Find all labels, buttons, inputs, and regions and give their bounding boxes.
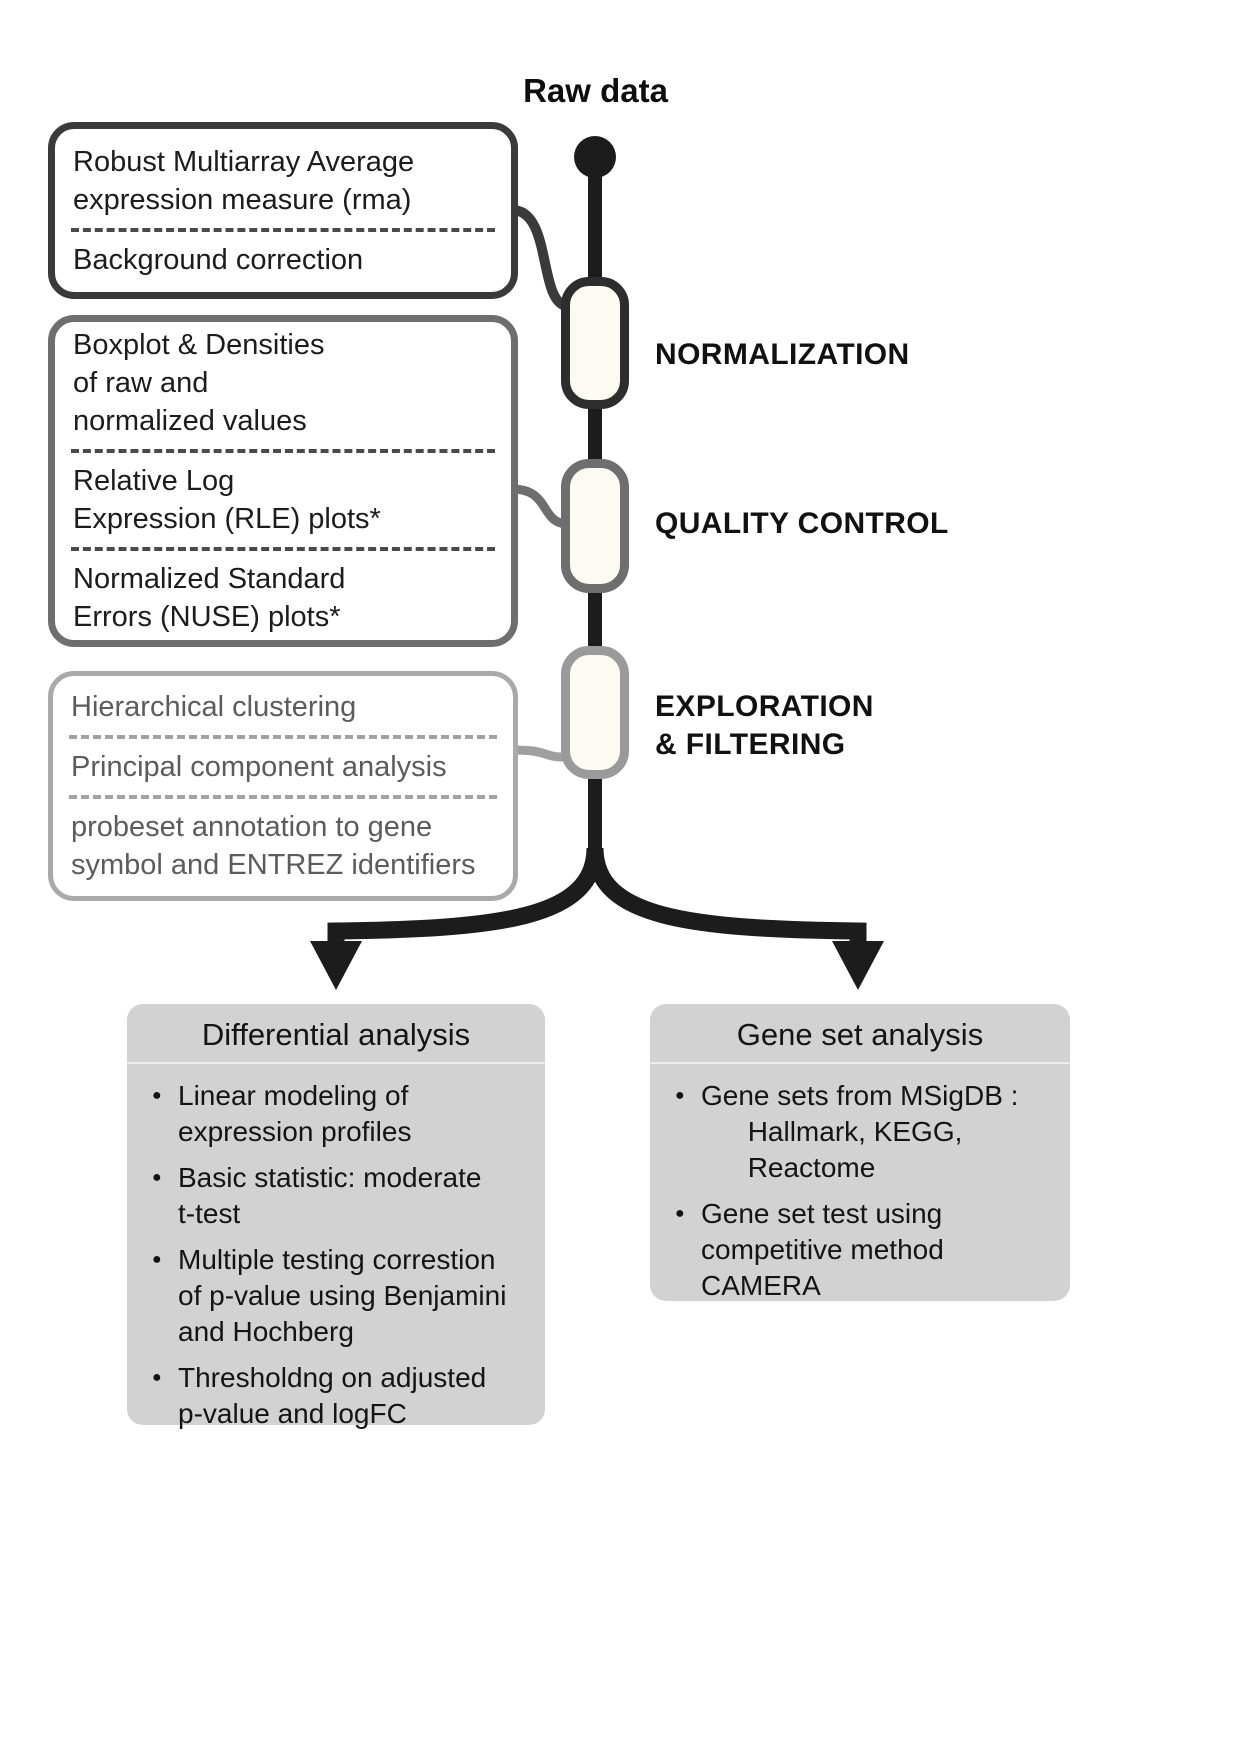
box-item: Principal component analysis <box>71 751 447 783</box>
bullet-item: Basic statistic: moderate t-test <box>151 1160 531 1232</box>
connector-exploration <box>511 745 565 762</box>
dashed-divider <box>71 227 495 232</box>
stage-label-quality-control: QUALITY CONTROL <box>655 507 949 540</box>
differential-analysis-bullets: Linear modeling of expression profiles B… <box>127 1064 545 1432</box>
connector-quality-control <box>511 484 567 529</box>
branch-title: Differential analysis <box>127 1004 545 1064</box>
normalization-methods-box: Robust Multiarray Average expression mea… <box>48 122 518 299</box>
raw-data-dot <box>574 136 616 178</box>
bullet-item: Gene set test using competitive method C… <box>674 1196 1056 1304</box>
stage-node-normalization <box>561 277 629 409</box>
bullet-item: Multiple testing correstion of p-value u… <box>151 1242 531 1350</box>
box-item: Background correction <box>73 243 364 276</box>
box-item: Relative Log Expression (RLE) plots* <box>73 465 381 535</box>
branch-left-arrowhead <box>310 941 362 990</box>
dashed-divider <box>71 547 495 551</box>
exploration-methods-box: Hierarchical clustering Principal compon… <box>48 671 518 901</box>
branch-title: Gene set analysis <box>650 1004 1070 1064</box>
stage-node-exploration <box>561 646 629 779</box>
branch-right-arrowhead <box>832 941 884 990</box>
stage-label-exploration: EXPLORATION & FILTERING <box>655 690 874 761</box>
dashed-divider <box>69 795 497 799</box>
root-label: Raw data <box>523 72 668 109</box>
gene-set-analysis-box: Gene set analysis Gene sets from MSigDB … <box>650 1004 1070 1301</box>
gene-set-analysis-bullets: Gene sets from MSigDB : Hallmark, KEGG, … <box>650 1064 1070 1304</box>
box-item: Normalized Standard Errors (NUSE) plots* <box>73 563 346 633</box>
box-item: probeset annotation to gene symbol and E… <box>71 811 476 881</box>
box-item: Boxplot & Densities of raw and normalize… <box>73 329 325 437</box>
dashed-divider <box>71 449 495 453</box>
connector-normalization <box>511 205 569 311</box>
box-item: Hierarchical clustering <box>71 691 357 723</box>
branch-left-line <box>327 847 604 950</box>
box-item: Robust Multiarray Average expression mea… <box>73 145 415 216</box>
bullet-item: Gene sets from MSigDB : Hallmark, KEGG, … <box>674 1078 1056 1186</box>
bullet-item: Thresholdng on adjusted p-value and logF… <box>151 1360 531 1432</box>
branch-right-line <box>586 847 867 950</box>
stage-label-normalization: NORMALIZATION <box>655 338 910 371</box>
quality-control-methods-box: Boxplot & Densities of raw and normalize… <box>48 315 518 647</box>
bullet-item: Linear modeling of expression profiles <box>151 1078 531 1150</box>
stage-node-quality-control <box>561 459 629 593</box>
dashed-divider <box>69 735 497 739</box>
differential-analysis-box: Differential analysis Linear modeling of… <box>127 1004 545 1429</box>
